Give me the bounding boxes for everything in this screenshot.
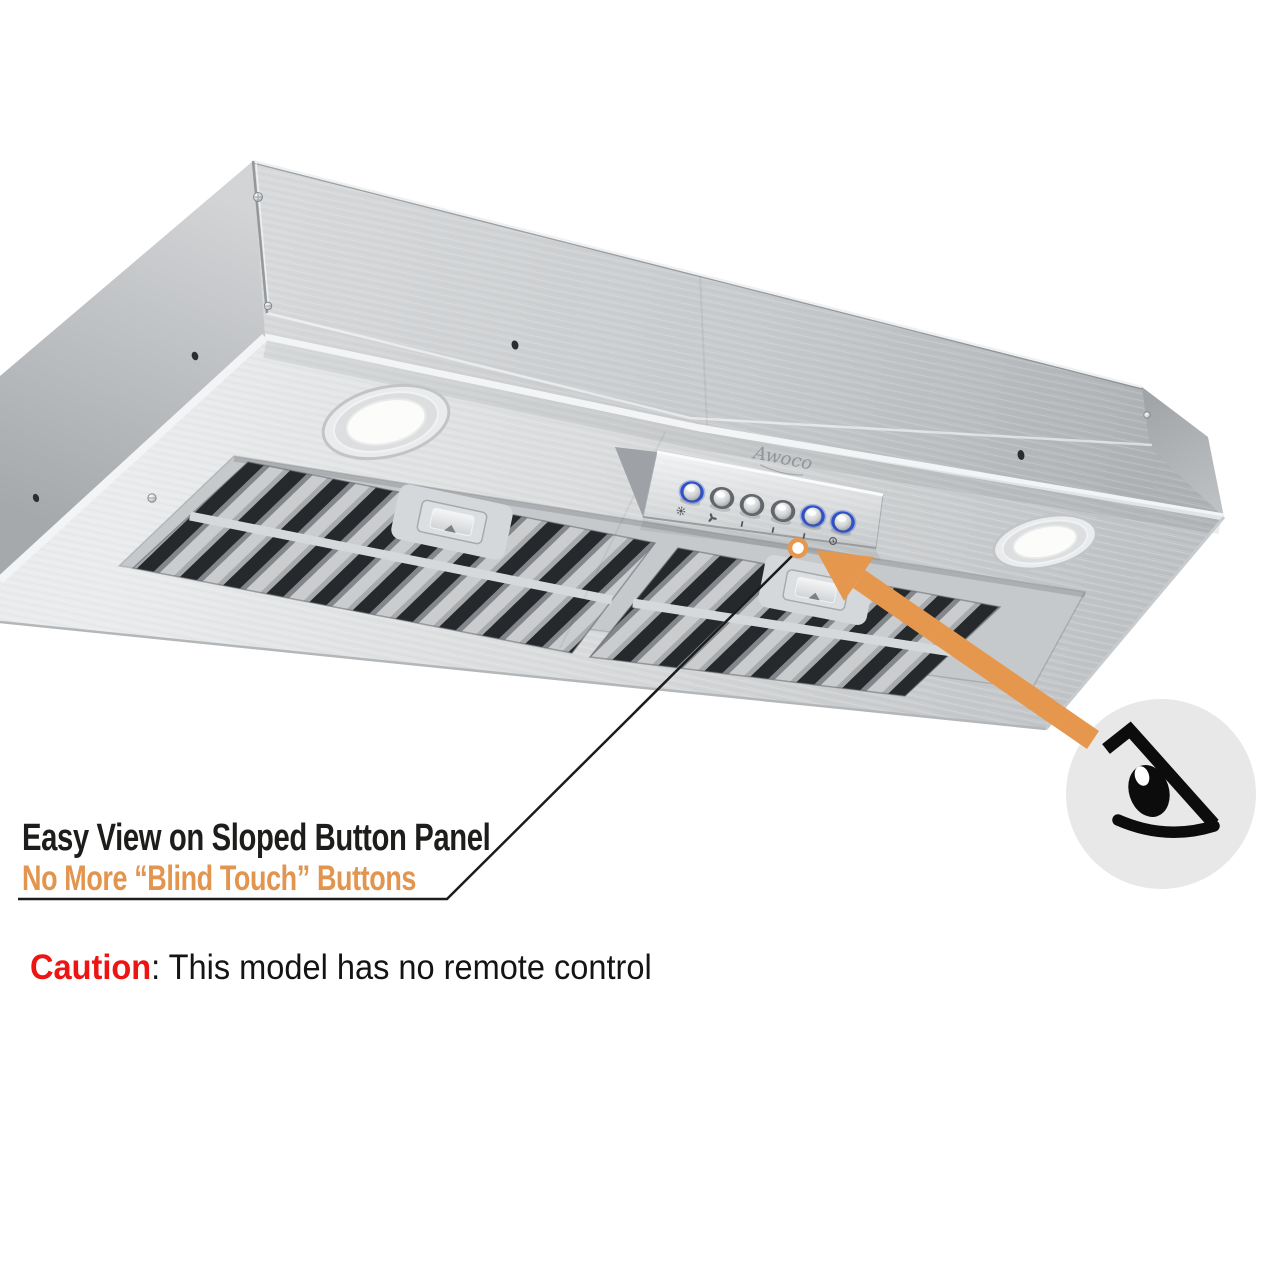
fan-icon [708,513,717,522]
chassis-right-face [1142,387,1224,517]
target-marker-icon [787,537,809,559]
top-edge-highlight [252,159,1143,389]
panel-bottom-edge [0,620,1047,731]
arrow-icon [816,550,1099,749]
chassis-front-face-brushing [253,161,1224,517]
button-light [678,479,706,506]
filter-latch-left [391,484,513,560]
baffle-filter-right [588,547,1002,697]
button-speed-1 [739,493,765,519]
speed-3-icon [802,533,806,539]
button-speed-2 [770,499,796,525]
chamfer-left [0,334,268,583]
callout-text-block: Easy View on Sloped Button Panel No More… [22,818,630,897]
caution-text: : This model has no remote control [151,948,652,987]
eye-icon [1102,721,1220,838]
filter-recess-shadow [233,456,1086,598]
button-fan [709,486,735,512]
front-fold-line [266,311,1153,447]
range-hood: Awoco [0,159,1226,731]
callout-title: Easy View on Sloped Button Panel [22,817,491,859]
baffle-filter-right-seam [632,598,953,657]
button-timer [829,509,857,536]
light-right [992,514,1098,570]
timer-icon [828,536,838,546]
light-left [321,383,451,461]
chamfer-front [264,333,1225,521]
light-icon [676,506,686,516]
corner-edge-highlight [255,162,270,312]
caution-label: Caution [30,948,152,987]
control-panel-top-edge [656,450,884,497]
chassis-left-face [0,161,267,580]
control-panel [615,447,884,561]
corner-edge [251,160,269,314]
chamfer-front-shadow [263,340,1222,534]
control-panel-shadow [640,519,881,561]
callout-leader-line [18,550,798,901]
control-panel-bottom-edge [642,516,877,549]
speed-2-icon [771,527,775,533]
panel-right-edge [1044,516,1226,730]
baffle-filter-left-seam [189,511,613,605]
button-speed-3 [799,503,827,530]
speed-1-icon [740,521,744,527]
front-face-seam [699,274,708,426]
caution-note: Caution: This model has no remote contro… [30,948,652,988]
callout-subtitle: No More “Blind Touch” Buttons [22,859,417,898]
top-edge-shadow [252,162,1143,390]
vent-hole [32,340,1025,503]
